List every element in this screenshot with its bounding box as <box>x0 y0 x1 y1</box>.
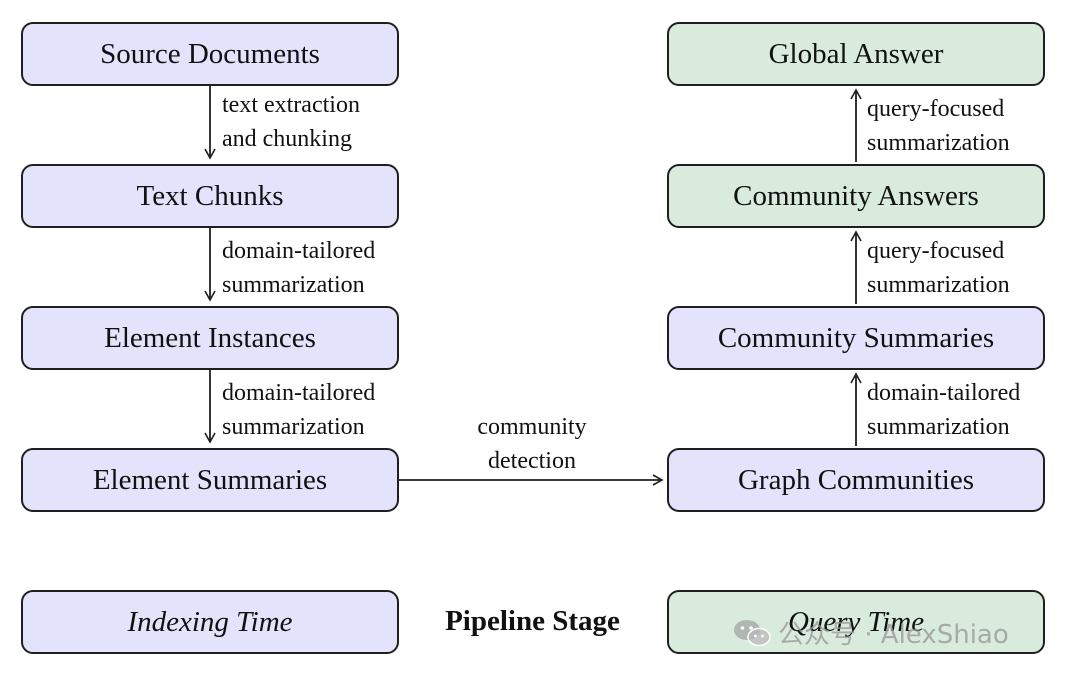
node-text-chunks: Text Chunks <box>21 164 399 228</box>
node-community-answers-label: Community Answers <box>733 179 979 212</box>
node-element-summaries: Element Summaries <box>21 448 399 512</box>
edge-label-community-detection: community detection <box>452 410 612 478</box>
edge-label-domain-tailored-2: domain-tailored summarization <box>222 376 375 444</box>
edge-label-line: domain-tailored <box>222 238 376 264</box>
node-text-chunks-label: Text Chunks <box>136 179 284 212</box>
watermark: 公众号 · AlexShiao <box>732 614 1009 651</box>
legend-indexing-time-label: Indexing Time <box>127 605 293 638</box>
node-global-answer-label: Global Answer <box>768 37 944 70</box>
edge-label-line: summarization <box>867 130 1010 156</box>
legend-indexing-time: Indexing Time <box>21 590 399 654</box>
edge-label-line: community <box>477 414 587 440</box>
node-graph-communities-label: Graph Communities <box>737 463 974 496</box>
node-source-documents-label: Source Documents <box>100 37 320 70</box>
edge-label-line: summarization <box>867 272 1010 298</box>
edge-label-line: and chunking <box>222 126 352 152</box>
node-source-documents: Source Documents <box>21 22 399 86</box>
edge-label-line: query-focused <box>867 96 1005 122</box>
node-community-answers: Community Answers <box>667 164 1045 228</box>
node-community-summaries-label: Community Summaries <box>717 321 995 354</box>
edge-label-query-focused-2: query-focused summarization <box>867 92 1010 160</box>
edge-label-line: summarization <box>867 414 1010 440</box>
edge-label-domain-tailored-3: domain-tailored summarization <box>867 376 1020 444</box>
legend-query-time-label: Query Time <box>787 605 925 638</box>
node-community-summaries: Community Summaries <box>667 306 1045 370</box>
edge-label-line: domain-tailored <box>222 380 376 406</box>
edge-label-query-focused-1: query-focused summarization <box>867 234 1010 302</box>
edge-label-line: domain-tailored <box>867 380 1021 406</box>
edge-label-line: text extraction <box>222 92 360 118</box>
legend-pipeline-stage-label: Pipeline Stage <box>445 605 620 637</box>
node-graph-communities: Graph Communities <box>667 448 1045 512</box>
watermark-text: 公众号 · AlexShiao <box>778 620 1009 650</box>
node-global-answer: Global Answer <box>667 22 1045 86</box>
edge-label-line: detection <box>488 448 576 474</box>
node-element-instances-label: Element Instances <box>104 321 316 354</box>
legend-pipeline-stage: Pipeline Stage <box>420 604 645 638</box>
edge-label-line: query-focused <box>867 238 1005 264</box>
edge-label-line: summarization <box>222 414 365 440</box>
node-element-summaries-label: Element Summaries <box>92 463 328 496</box>
wechat-icon <box>734 619 771 646</box>
edge-label-text-extraction: text extraction and chunking <box>222 88 360 156</box>
edge-label-domain-tailored-1: domain-tailored summarization <box>222 234 375 302</box>
node-element-instances: Element Instances <box>21 306 399 370</box>
edge-label-line: summarization <box>222 272 365 298</box>
legend-query-time: Query Time <box>667 590 1045 654</box>
